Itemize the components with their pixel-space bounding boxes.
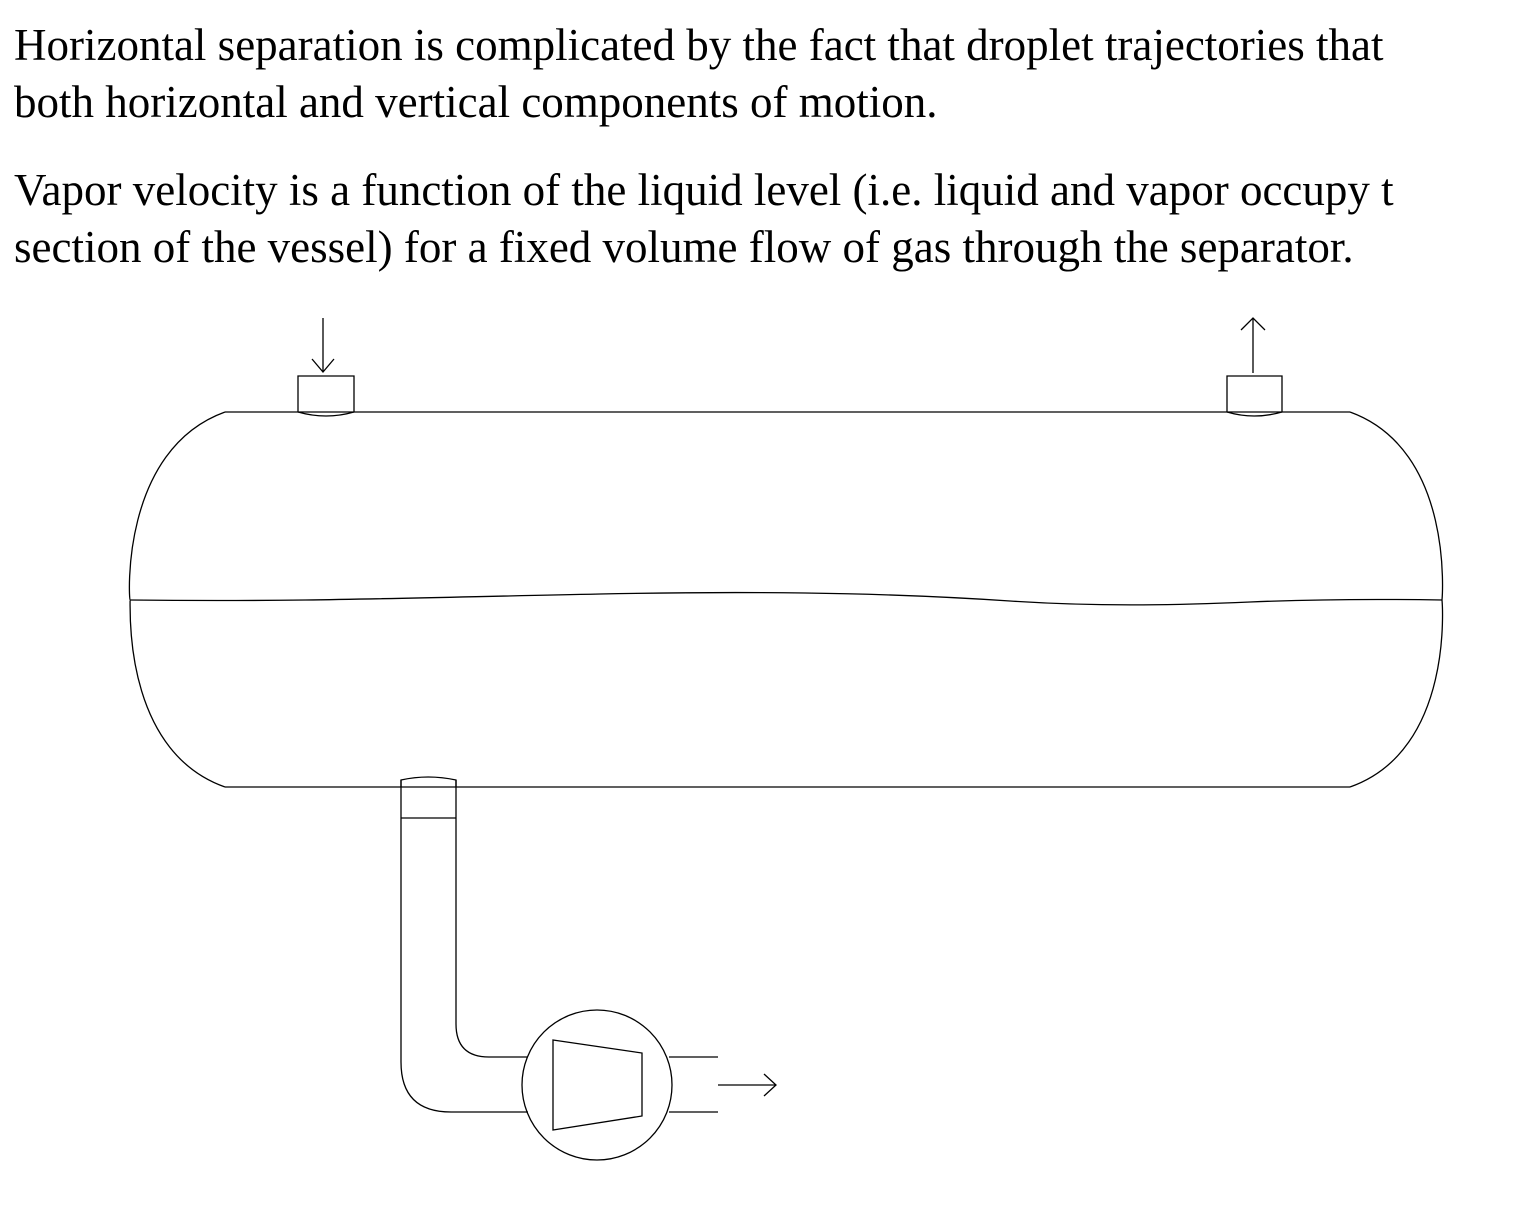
outlet-up-arrow-icon: [1240, 317, 1266, 373]
text-line: both horizontal and vertical components …: [14, 77, 938, 127]
gas-inlet-nozzle: [297, 375, 355, 417]
text-line: section of the vessel) for a fixed volum…: [14, 222, 1354, 272]
pump-discharge: [669, 1056, 718, 1113]
paragraph-vapor-velocity: Vapor velocity is a function of the liqu…: [14, 162, 1394, 276]
text-line: Horizontal separation is complicated by …: [14, 20, 1384, 70]
liquid-level-interface: [129, 591, 1443, 606]
discharge-right-arrow-icon: [718, 1073, 777, 1097]
liquid-drain-pipe: [400, 776, 528, 1113]
pipe-outer-wall: [400, 780, 528, 1113]
paragraph-droplet-trajectories: Horizontal separation is complicated by …: [14, 17, 1384, 131]
pump-casing: [521, 1009, 673, 1161]
inlet-down-arrow-icon: [311, 318, 335, 374]
pump-impeller-symbol: [552, 1039, 643, 1131]
text-line: Vapor velocity is a function of the liqu…: [14, 165, 1394, 215]
gas-outlet-nozzle: [1226, 375, 1283, 417]
pump: [521, 1009, 718, 1161]
drain-nozzle: [400, 776, 457, 787]
pipe-inner-wall: [455, 780, 528, 1058]
